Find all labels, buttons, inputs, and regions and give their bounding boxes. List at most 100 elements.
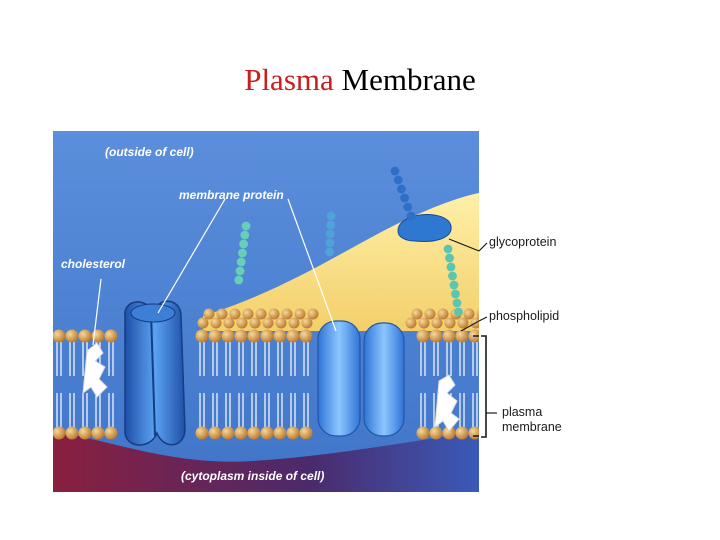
lipid-tail bbox=[264, 342, 270, 376]
lipid-tail bbox=[212, 393, 218, 427]
lipid-tail bbox=[95, 393, 101, 427]
cholesterol-molecule-left bbox=[82, 342, 108, 398]
lipid-tail bbox=[277, 342, 283, 376]
lipid-head bbox=[197, 317, 209, 329]
lipid-head bbox=[229, 308, 241, 320]
sugar-bead bbox=[397, 184, 406, 194]
lipid-tail bbox=[108, 393, 114, 427]
lipid-head bbox=[431, 317, 443, 329]
membrane-bracket-inner bbox=[473, 335, 479, 437]
lipid-head bbox=[247, 426, 261, 440]
lipid-tail bbox=[446, 342, 452, 376]
lipid-tail bbox=[56, 342, 62, 376]
lipid-tail bbox=[277, 393, 283, 427]
lipid-head bbox=[208, 426, 222, 440]
lipid-head bbox=[286, 426, 300, 440]
sugar-bead bbox=[443, 244, 453, 254]
phospholipid-heads-inner bbox=[53, 426, 479, 440]
lipid-tail bbox=[108, 342, 114, 376]
lipid-head bbox=[260, 329, 274, 343]
lipid-head bbox=[273, 329, 287, 343]
label-plasma-membrane: plasma membrane bbox=[502, 405, 562, 434]
lipid-head bbox=[301, 317, 313, 329]
slide-title: Plasma Membrane bbox=[0, 62, 720, 98]
pointer-lines bbox=[92, 198, 337, 346]
lipid-head bbox=[221, 329, 235, 343]
lipid-head bbox=[255, 308, 267, 320]
lipid-head bbox=[405, 317, 417, 329]
lipid-tail bbox=[199, 342, 205, 376]
sugar-bead bbox=[234, 275, 244, 285]
lipid-head bbox=[104, 426, 118, 440]
lipid-head bbox=[273, 426, 287, 440]
lipid-tail bbox=[212, 342, 218, 376]
lipid-head bbox=[234, 329, 248, 343]
lipid-tail bbox=[420, 342, 426, 376]
sugar-bead bbox=[325, 247, 334, 257]
lipid-head bbox=[437, 308, 449, 320]
label-membrane-protein: membrane protein bbox=[179, 188, 284, 202]
lipid-tail bbox=[225, 342, 231, 376]
lipid-tail bbox=[459, 342, 465, 376]
membrane-illustration bbox=[53, 131, 479, 492]
lipid-head bbox=[416, 329, 430, 343]
lipid-head bbox=[65, 426, 79, 440]
sugar-bead bbox=[325, 238, 335, 248]
plasma-membrane-diagram: (outside of cell) membrane protein chole… bbox=[53, 131, 479, 492]
lipid-tail bbox=[238, 393, 244, 427]
lipid-tail bbox=[303, 342, 309, 376]
sugar-bead bbox=[454, 307, 463, 317]
lipid-tail bbox=[290, 342, 296, 376]
lipid-head bbox=[476, 309, 479, 319]
lipid-head bbox=[307, 308, 319, 320]
lipid-head bbox=[442, 426, 456, 440]
lipid-head bbox=[203, 308, 215, 320]
sugar-bead bbox=[241, 221, 251, 231]
lipid-tail bbox=[82, 393, 88, 427]
lipid-tail bbox=[199, 393, 205, 427]
sugar-bead bbox=[240, 230, 250, 240]
lipid-tail bbox=[69, 342, 75, 376]
sugar-bead bbox=[406, 211, 416, 221]
lipid-head bbox=[104, 329, 118, 343]
label-cholesterol: cholesterol bbox=[61, 257, 126, 271]
lipid-head bbox=[78, 329, 92, 343]
title-word-membrane: Membrane bbox=[341, 62, 476, 97]
lipid-head bbox=[221, 426, 235, 440]
lipid-head bbox=[424, 308, 436, 320]
membrane-protein-transport bbox=[317, 320, 405, 437]
lipid-head bbox=[455, 426, 469, 440]
lipid-tail bbox=[433, 342, 439, 376]
lipid-tail bbox=[472, 342, 478, 376]
lipid-tail bbox=[238, 342, 244, 376]
sugar-bead bbox=[326, 211, 336, 221]
lipid-tail bbox=[225, 393, 231, 427]
lipid-head bbox=[429, 426, 443, 440]
lipid-head bbox=[418, 317, 430, 329]
phospholipid-heads-outer bbox=[53, 308, 479, 343]
lipid-head bbox=[262, 317, 274, 329]
lipid-head bbox=[249, 317, 261, 329]
phospholipid-tails bbox=[56, 342, 478, 427]
lipid-head bbox=[65, 329, 79, 343]
lipid-tail bbox=[303, 393, 309, 427]
lipid-tail bbox=[251, 393, 257, 427]
lipid-tail bbox=[56, 393, 62, 427]
sugar-bead bbox=[445, 253, 454, 263]
sugar-bead bbox=[390, 166, 400, 176]
lipid-head bbox=[288, 317, 300, 329]
lipid-head bbox=[268, 308, 280, 320]
sugar-bead bbox=[451, 289, 460, 299]
title-word-plasma: Plasma bbox=[244, 62, 334, 97]
sugar-bead bbox=[326, 220, 335, 230]
lipid-tail bbox=[251, 342, 257, 376]
label-phospholipid: phospholipid bbox=[489, 309, 560, 323]
cytoplasm-region bbox=[53, 431, 479, 492]
lipid-head bbox=[195, 329, 209, 343]
label-glycoprotein: glycoprotein bbox=[489, 235, 557, 249]
lipid-head bbox=[442, 329, 456, 343]
sugar-bead bbox=[393, 175, 403, 185]
cholesterol-molecule-right bbox=[434, 374, 460, 432]
lipid-head bbox=[78, 426, 92, 440]
lipid-head bbox=[234, 426, 248, 440]
